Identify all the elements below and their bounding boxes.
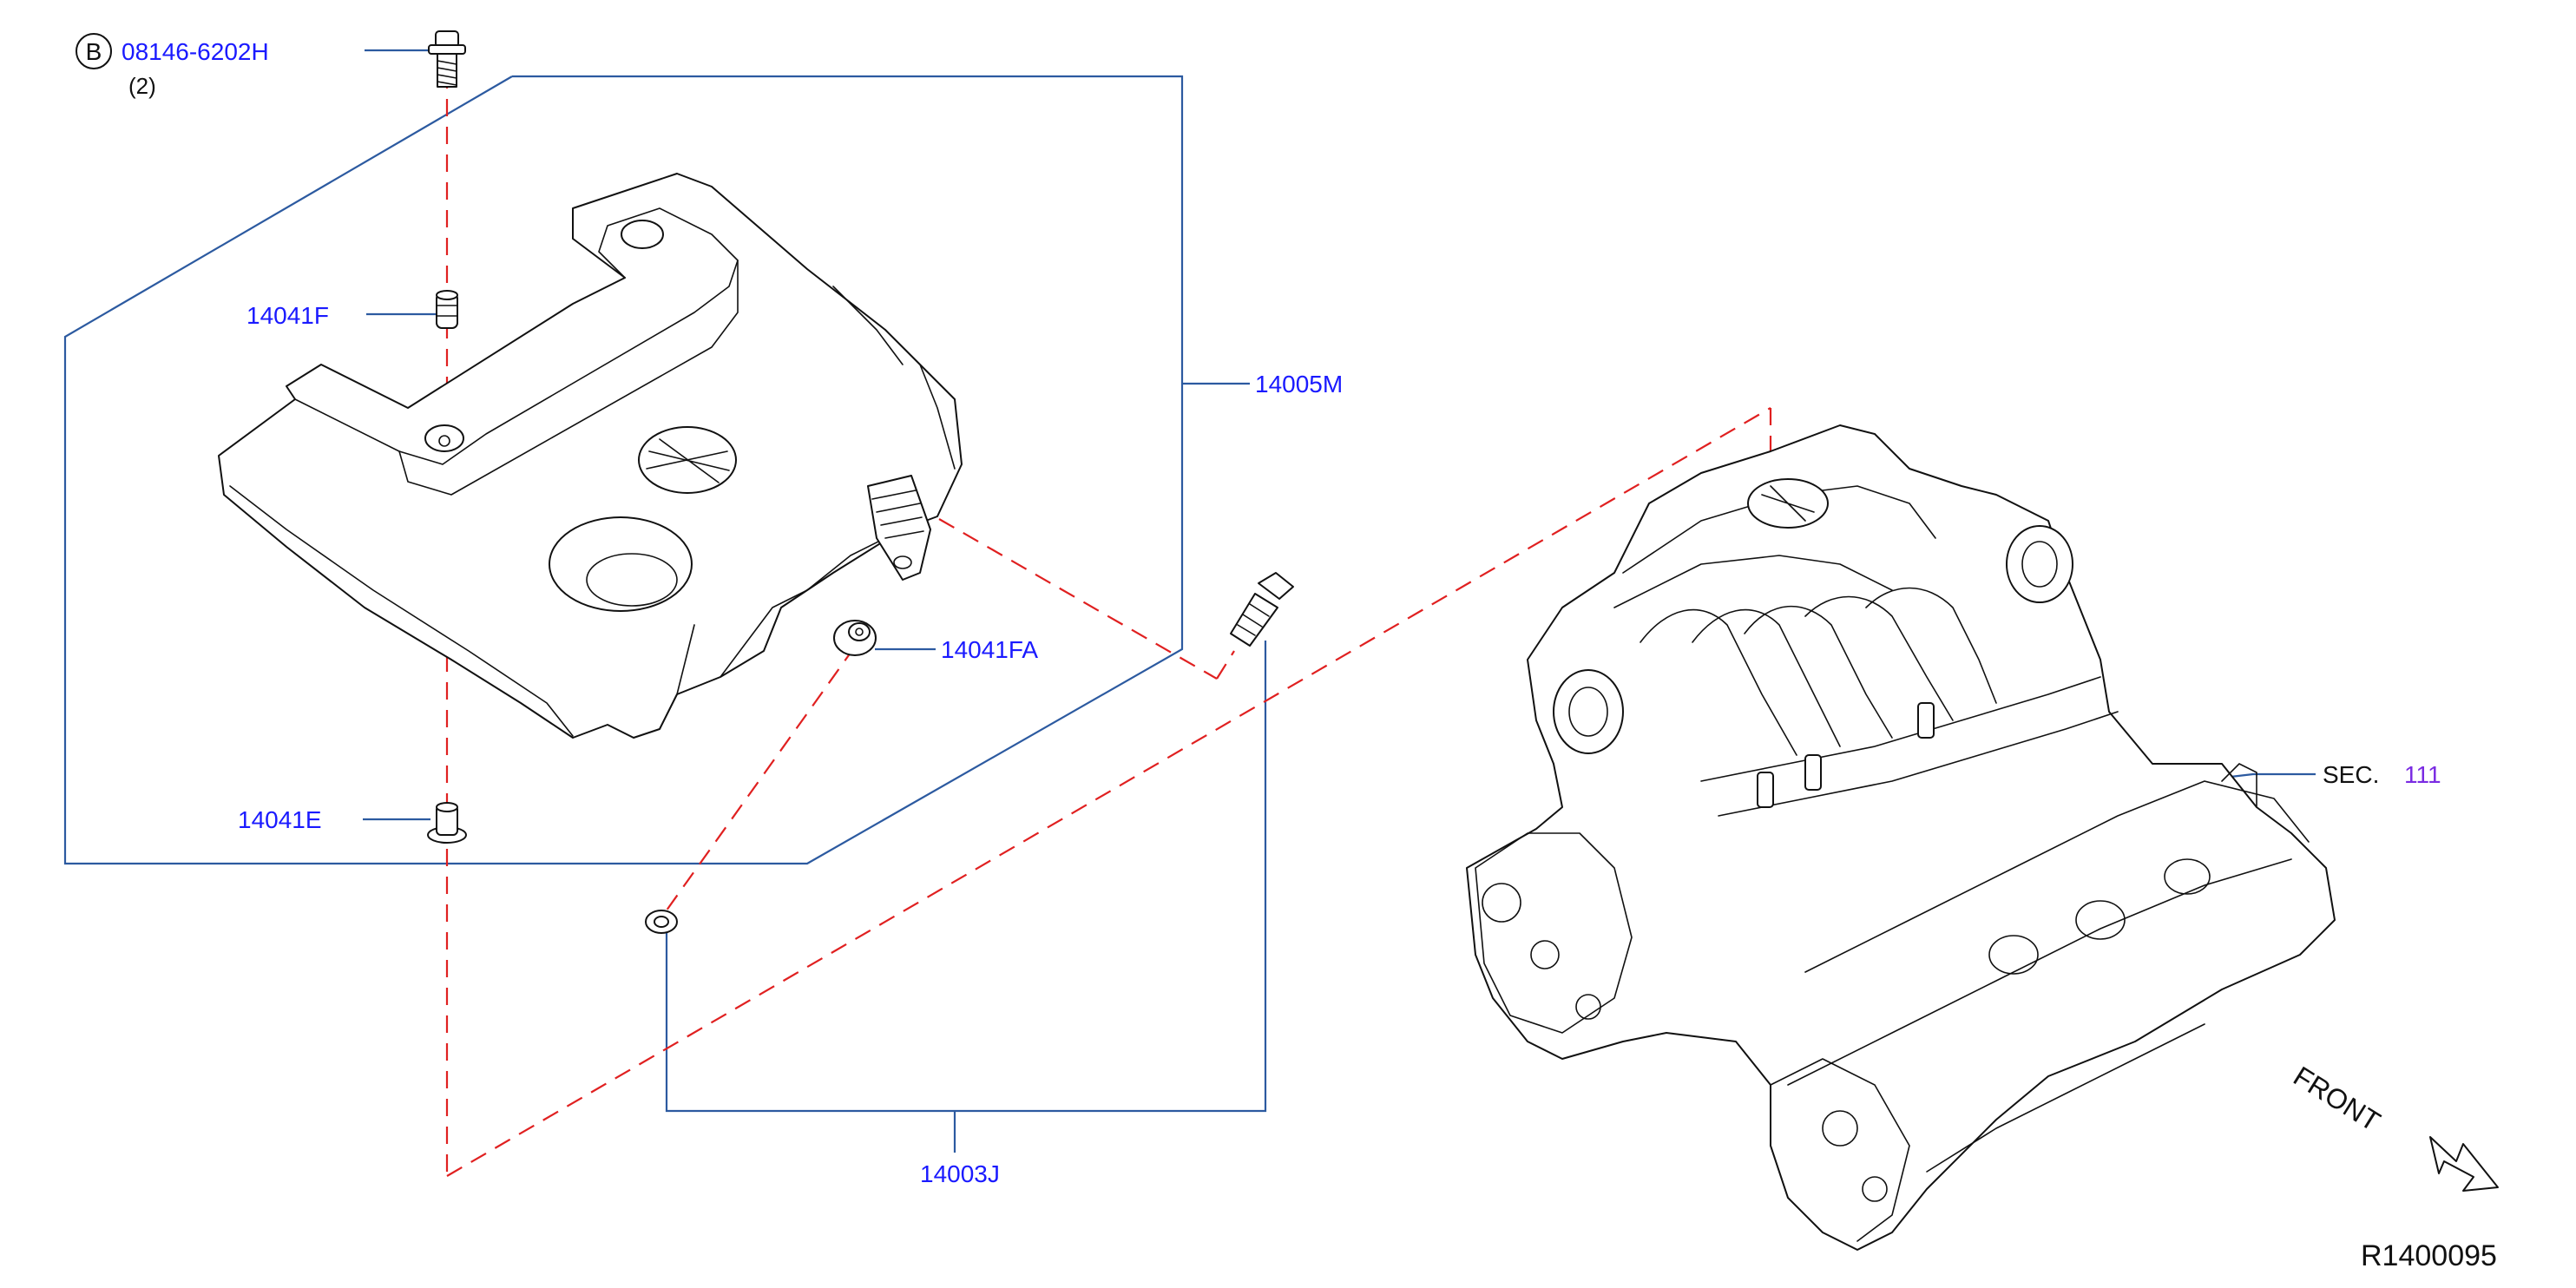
- stud-washer: [645, 910, 678, 934]
- cover-leader-frame: [63, 75, 1250, 865]
- callout-leaders: [363, 49, 2316, 821]
- engine-cover-label[interactable]: 14005M: [1255, 371, 1343, 398]
- grommet-upper: [436, 290, 458, 329]
- grommet-lower-label[interactable]: 14041E: [238, 806, 322, 833]
- section-prefix: SEC.: [2323, 761, 2379, 788]
- bolt-callout: B 08146-6202H (2): [76, 33, 269, 99]
- grommet-lower: [427, 802, 467, 844]
- front-label: FRONT: [2288, 1060, 2386, 1137]
- grommet-upper-label[interactable]: 14041F: [246, 302, 329, 329]
- bolt-badge-letter: B: [86, 38, 102, 65]
- mounting-bolt: [428, 30, 466, 88]
- diagram-reference: R1400095: [2361, 1239, 2497, 1272]
- stud-set-label[interactable]: 14003J: [920, 1160, 1000, 1187]
- front-arrow-icon: [2429, 1136, 2499, 1192]
- engine-cover: [218, 173, 963, 739]
- bolt-badge-circle: [76, 33, 112, 69]
- grommet-side: [833, 620, 877, 656]
- stud-bolt: [1230, 572, 1294, 647]
- bolt-quantity: (2): [128, 73, 156, 99]
- stud-set-leader: [665, 641, 1267, 1153]
- grommet-side-label[interactable]: 14041FA: [941, 636, 1038, 663]
- section-number[interactable]: 111: [2404, 761, 2441, 788]
- bolt-part-number[interactable]: 08146-6202H: [122, 38, 269, 65]
- section-callout: SEC. 111: [2323, 761, 2441, 788]
- engine-assembly: [1466, 424, 2336, 1251]
